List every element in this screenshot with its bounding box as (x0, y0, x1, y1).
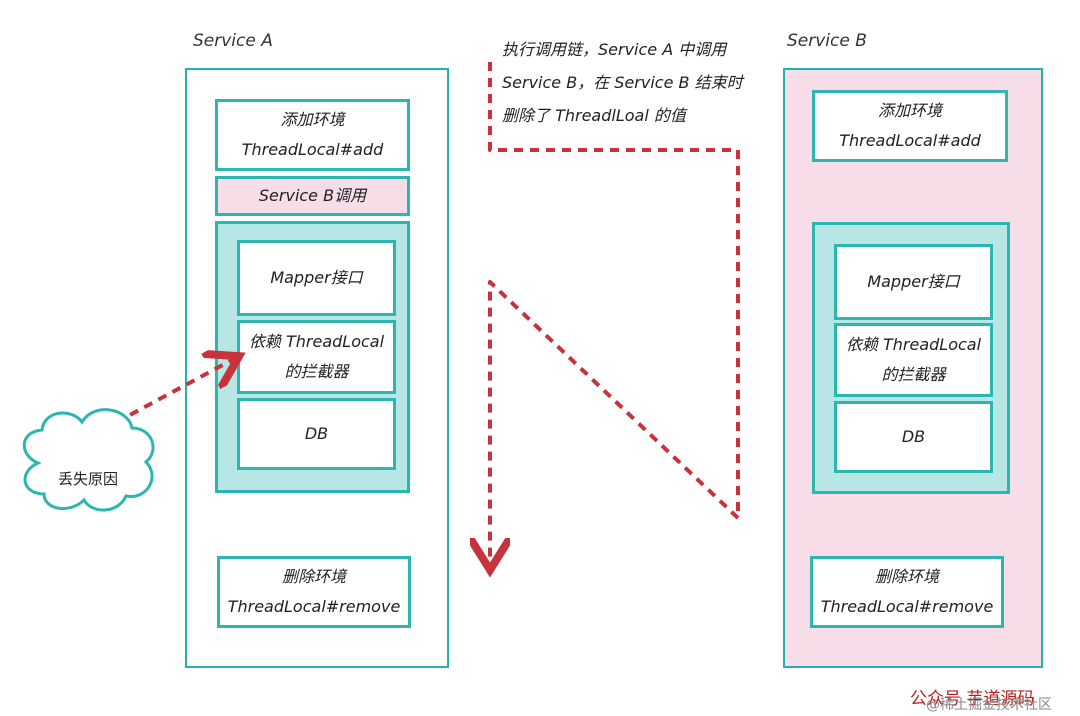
service-a-remove-env-title: 删除环境 (281, 567, 346, 586)
service-b-add-env-code: ThreadLocal#add (839, 131, 981, 150)
service-b-interceptor-line2: 的拦截器 (881, 365, 946, 384)
note-line-2: Service B，在 Service B 结束时 (502, 73, 743, 92)
service-a-remove-env-code: ThreadLocal#remove (227, 597, 401, 616)
service-b-mapper-label: Mapper接口 (867, 272, 960, 291)
service-a-add-env-code: ThreadLocal#add (241, 140, 384, 159)
service-a-title: Service A (193, 31, 273, 51)
service-a-db-label: DB (304, 424, 329, 443)
service-b-interceptor-box: 依赖 ThreadLocal 的拦截器 (834, 323, 993, 397)
service-a-add-env-box: 添加环境 ThreadLocal#add (215, 99, 410, 171)
cloud-label: 丢失原因 (57, 470, 118, 488)
service-b-add-env-box: 添加环境 ThreadLocal#add (812, 90, 1008, 162)
call-chain-arrow (490, 62, 740, 562)
note-line-1: 执行调用链，Service A 中调用 (502, 40, 727, 59)
service-a-remove-env-box: 删除环境 ThreadLocal#remove (217, 556, 411, 628)
service-a-mapper-label: Mapper接口 (270, 268, 363, 287)
service-b-title: Service B (787, 31, 867, 51)
service-b-interceptor-line1: 依赖 ThreadLocal (845, 335, 982, 354)
service-a-call-b-label: Service B调用 (258, 186, 367, 205)
service-b-remove-env-code: ThreadLocal#remove (820, 597, 994, 616)
service-b-add-env-title: 添加环境 (877, 101, 942, 120)
watermark-sub: @稀土掘金技术社区 (926, 697, 1052, 713)
watermark-main: 公众号 芋道源码 (910, 689, 1035, 709)
service-b-db-label: DB (901, 427, 926, 446)
service-a-mapper-box: Mapper接口 (237, 240, 396, 316)
call-chain-note: 执行调用链，Service A 中调用 Service B，在 Service … (502, 33, 743, 132)
cloud-shape (22, 408, 155, 512)
service-a-db-box: DB (237, 398, 396, 470)
note-line-3: 删除了 ThreadlLoal 的值 (502, 106, 686, 125)
service-a-add-env-title: 添加环境 (280, 110, 345, 129)
service-b-remove-env-box: 删除环境 ThreadLocal#remove (810, 556, 1004, 628)
service-b-mapper-box: Mapper接口 (834, 244, 993, 320)
service-a-interceptor-line2: 的拦截器 (284, 362, 349, 381)
service-a-interceptor-line1: 依赖 ThreadLocal (248, 332, 385, 351)
service-a-interceptor-box: 依赖 ThreadLocal 的拦截器 (237, 320, 396, 394)
service-a-call-b-box: Service B调用 (215, 176, 410, 216)
service-b-db-box: DB (834, 401, 993, 473)
service-b-remove-env-title: 删除环境 (874, 567, 939, 586)
